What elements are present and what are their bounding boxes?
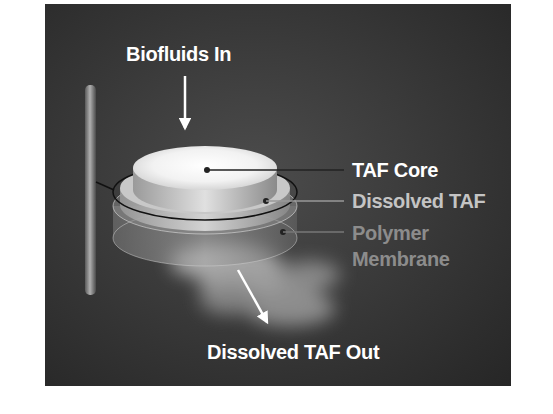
part-label: Dissolved TAF <box>352 189 486 213</box>
part-label: TAF Core <box>352 158 438 182</box>
part-label: Polymer Membrane <box>352 220 482 272</box>
inflow-label: Biofluids In <box>126 42 231 66</box>
outflow-label: Dissolved TAF Out <box>207 340 379 364</box>
